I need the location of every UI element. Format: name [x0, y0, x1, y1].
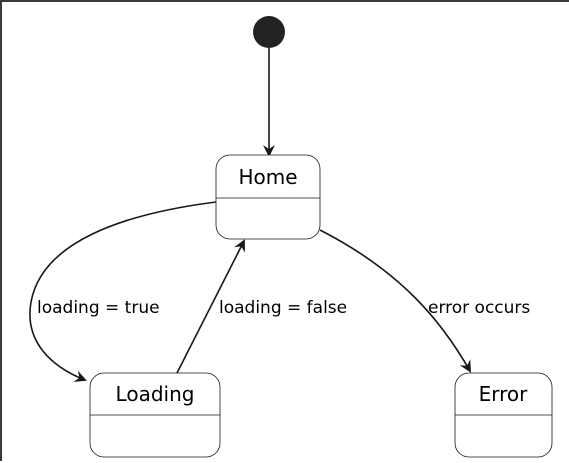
edge-loading-to-home — [176, 239, 245, 374]
state-home-title: Home — [238, 165, 297, 189]
state-home-box — [215, 154, 321, 240]
initial-state-marker — [253, 16, 285, 48]
edge-label-loading-true: loading = true — [37, 298, 160, 318]
state-error-title: Error — [479, 382, 529, 406]
edge-home-to-error — [319, 229, 471, 373]
edge-label-loading-false: loading = false — [219, 298, 347, 318]
edge-home-to-loading — [29, 201, 217, 382]
state-home[interactable]: Home — [215, 154, 321, 240]
state-loading-title: Loading — [116, 382, 195, 406]
state-loading[interactable]: Loading — [89, 372, 221, 458]
edge-label-error-occurs: error occurs — [428, 298, 530, 318]
state-error[interactable]: Error — [454, 372, 553, 458]
